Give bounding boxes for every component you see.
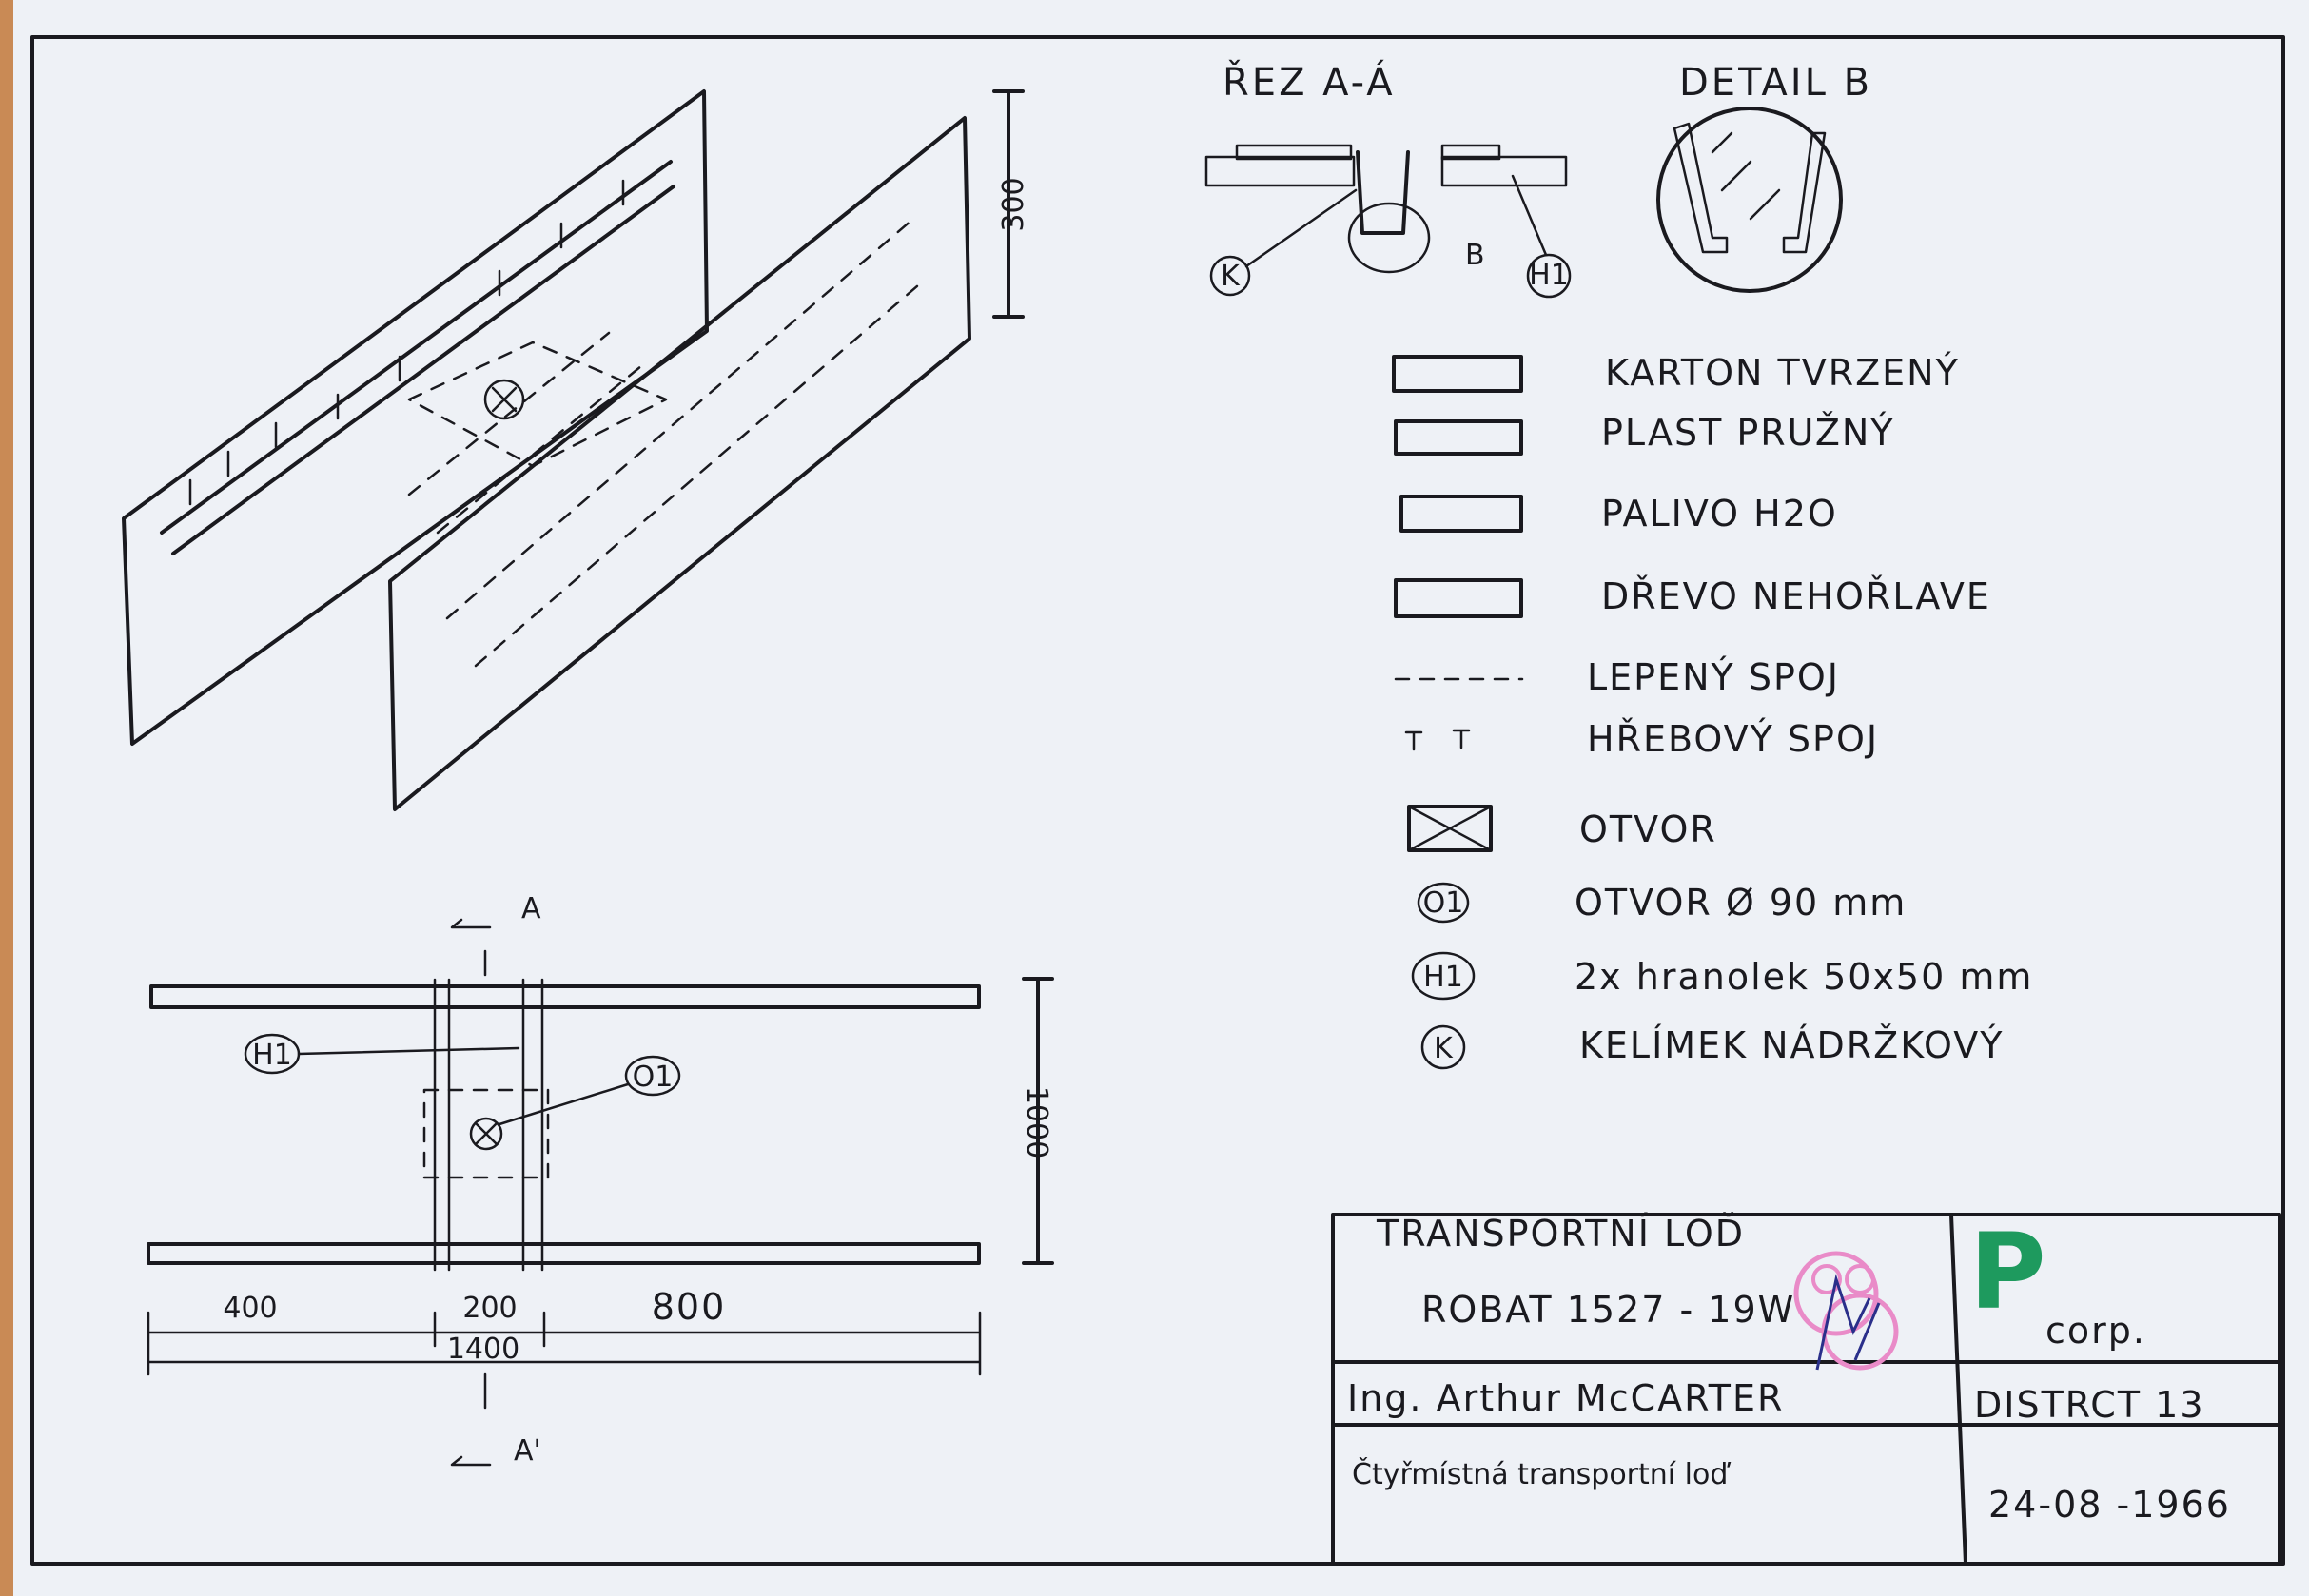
legend-o1-bubble xyxy=(1417,882,1470,924)
o1-bubble xyxy=(624,1055,681,1097)
legend-label-wood: DŘEVO NEHOŘLAVE xyxy=(1601,575,1991,617)
section-mark-a: A xyxy=(521,892,541,925)
section-wood-right xyxy=(1440,155,1568,187)
iso-rail xyxy=(160,160,675,555)
legend-k-bubble xyxy=(1420,1024,1466,1070)
dim-middle-label: 200 xyxy=(462,1292,517,1325)
k-bubble xyxy=(1209,255,1251,297)
legend-label-k: KELÍMEK NÁDRŽKOVÝ xyxy=(1579,1024,2005,1066)
isometric-view: 300 xyxy=(122,89,1030,811)
plan-bottom-board xyxy=(147,1242,981,1265)
legend-h1-symbol: H1 xyxy=(1423,961,1463,994)
section-carton-left xyxy=(1235,144,1353,161)
iso-front-panel xyxy=(388,116,971,811)
detail-title: DETAIL B xyxy=(1679,61,1872,105)
dim-width-lines xyxy=(147,1311,982,1376)
legend-label-fuel: PALIVO H2O xyxy=(1601,493,1838,535)
legend-swatch-wood xyxy=(1394,578,1523,618)
iso-glue-joints xyxy=(407,217,920,668)
approval-stamp xyxy=(1793,1251,1899,1371)
dim-left-label: 400 xyxy=(223,1292,277,1325)
title-block-frame xyxy=(1331,1213,2281,1566)
plan-view: A A' H1 O1 1000 400 200 800 1400 xyxy=(147,892,1054,1468)
iso-cup-frame xyxy=(407,341,668,468)
dim-right-label: 800 xyxy=(652,1286,727,1328)
h1-bubble-label: H1 xyxy=(252,1039,292,1072)
company-suffix: corp. xyxy=(2045,1310,2146,1352)
legend: KARTON TVRZENÝ PLAST PRUŽNÝ PALIVO H2O D… xyxy=(1392,352,2033,1070)
title-block-grid xyxy=(1331,1213,2281,1566)
iso-hole-icon xyxy=(483,379,525,420)
section-mark-a-prime: A' xyxy=(514,1434,541,1468)
section-cup xyxy=(1356,150,1410,235)
paper-edge xyxy=(0,0,13,1596)
iso-dimension-300: 300 xyxy=(997,177,1030,231)
title-block: TRANSPORTNÍ LOĎ ROBAT 1527 - 19W Ing. Ar… xyxy=(1331,1211,2281,1566)
detail-wall-right xyxy=(1782,131,1827,254)
detail-b-marker xyxy=(1347,202,1431,274)
detail-wall-left xyxy=(1673,122,1729,254)
legend-swatch-hole xyxy=(1407,805,1493,852)
k-bubble-label: K xyxy=(1221,260,1241,293)
drawing-description: Čtyřmístná transportní loď xyxy=(1352,1456,1731,1491)
legend-swatch-plastic xyxy=(1394,419,1523,456)
project-title: TRANSPORTNÍ LOĎ xyxy=(1376,1213,1745,1255)
drawing-date: 24-08 -1966 xyxy=(1988,1484,2231,1526)
section-wood-left xyxy=(1204,155,1356,187)
h1-leader xyxy=(297,1046,520,1056)
h1-section-label: H1 xyxy=(1529,259,1569,292)
legend-label-h1: 2x hranolek 50x50 mm xyxy=(1575,956,2033,998)
detail-circle xyxy=(1656,107,1843,293)
drawing-border xyxy=(30,35,2285,1566)
model-number: ROBAT 1527 - 19W xyxy=(1421,1289,1795,1331)
engineer-name: Ing. Arthur McCARTER xyxy=(1347,1377,1784,1419)
legend-label-nails: HŘEBOVÝ SPOJ xyxy=(1587,718,1879,760)
section-title: ŘEZ A-Á xyxy=(1223,59,1396,105)
district: DISTRCT 13 xyxy=(1974,1384,2205,1426)
legend-label-plastic: PLAST PRUŽNÝ xyxy=(1601,412,1895,454)
dim-height-label: 1000 xyxy=(1020,1086,1053,1158)
legend-label-glue: LEPENÝ SPOJ xyxy=(1587,656,1840,698)
signature xyxy=(1815,1274,1881,1371)
legend-swatch-carton xyxy=(1392,355,1523,393)
plan-top-board xyxy=(149,984,981,1009)
section-carton-right xyxy=(1440,144,1501,161)
plan-cup-box xyxy=(422,1088,550,1179)
plan-h1-beams xyxy=(433,978,544,1272)
section-view: ŘEZ A-Á B K H1 xyxy=(1204,59,1572,299)
legend-h1-bubble xyxy=(1411,951,1476,1001)
dim-height-line xyxy=(1022,977,1054,1265)
iso-back-panel xyxy=(122,89,709,746)
legend-label-hole: OTVOR xyxy=(1579,808,1717,850)
legend-swatch-nails xyxy=(1404,729,1471,751)
section-cut-marks xyxy=(450,918,492,1467)
detail-view: DETAIL B xyxy=(1656,61,1872,293)
h1-section-bubble xyxy=(1526,253,1572,299)
o1-leader xyxy=(498,1082,630,1126)
plan-hole-icon xyxy=(469,1117,503,1151)
o1-bubble-label: O1 xyxy=(633,1061,674,1094)
iso-nail-marks xyxy=(188,179,625,506)
dim-total-label: 1400 xyxy=(447,1333,519,1366)
legend-o1-symbol: O1 xyxy=(1423,886,1464,920)
legend-k-symbol: K xyxy=(1434,1032,1454,1065)
iso-dimension-line xyxy=(992,89,1025,319)
detail-b-marker-label: B xyxy=(1465,239,1485,272)
legend-swatch-fuel xyxy=(1399,495,1523,533)
legend-label-carton: KARTON TVRZENÝ xyxy=(1605,352,1960,394)
company-logo-letter: P xyxy=(1969,1211,2046,1333)
legend-label-o1: OTVOR Ø 90 mm xyxy=(1575,882,1907,924)
